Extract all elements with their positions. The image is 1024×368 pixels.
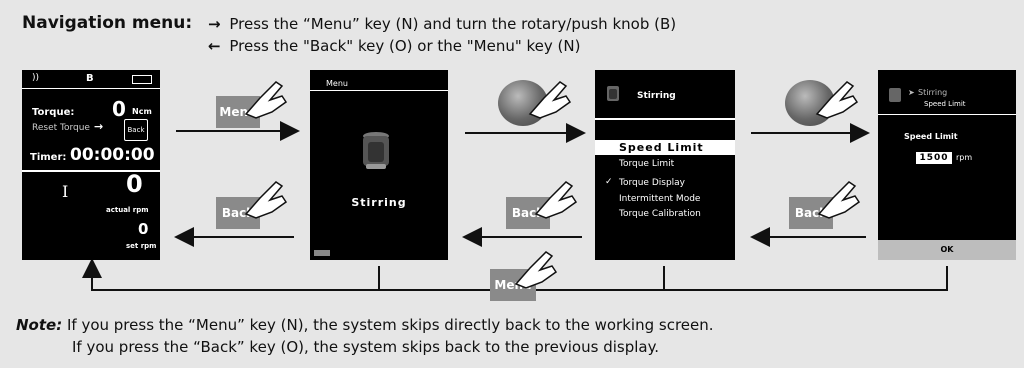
scroll-indicator <box>314 250 330 256</box>
speed-limit-label: Speed Limit <box>904 132 958 141</box>
menu-screen: Menu Stirring <box>310 70 448 260</box>
note-text-1: If you press the “Menu” key (N), the sys… <box>66 316 714 334</box>
note-label: Note: <box>16 316 63 334</box>
menu-screen-title: Menu <box>326 79 348 88</box>
torque-value: 0 <box>112 97 126 121</box>
set-rpm-value: 0 <box>138 220 149 238</box>
timer-value: 00:00:00 <box>70 145 155 165</box>
stirring-screen-title: Stirring <box>637 91 676 101</box>
torque-unit: Ncm <box>132 107 152 116</box>
actual-rpm-label: actual rpm <box>106 206 149 214</box>
beaker-small-icon <box>889 88 901 102</box>
check-icon: ✓ <box>605 177 613 187</box>
beaker-icon <box>363 132 389 169</box>
diagram-title: Navigation menu: <box>22 13 193 33</box>
pointing-hand-icon <box>514 251 558 289</box>
pointing-hand-icon <box>244 81 288 119</box>
pointing-hand-icon <box>815 81 859 119</box>
status-b: B <box>86 73 94 84</box>
speed-limit-value: 1500 <box>916 152 952 164</box>
actual-rpm-value: 0 <box>126 170 143 198</box>
beaker-small-icon <box>607 86 619 101</box>
reset-torque-label: Reset Torque <box>32 123 90 133</box>
breadcrumb-child: Speed Limit <box>924 100 966 108</box>
status-bar: )) B <box>22 70 160 88</box>
pointing-hand-icon <box>528 81 572 119</box>
pointing-hand-icon <box>244 181 288 219</box>
instruction-forward-text: Press the “Menu” key (N) and turn the ro… <box>229 15 677 33</box>
menu-item-torque-calibration: Torque Calibration <box>619 209 701 219</box>
menu-item-speed-limit: Speed Limit <box>595 140 735 155</box>
working-screen: )) B Torque: 0 Ncm Reset Torque → Back T… <box>22 70 160 260</box>
battery-icon <box>132 75 152 84</box>
right-arrow-icon: → <box>208 15 221 33</box>
stirring-item: Stirring <box>351 196 407 209</box>
pointing-hand-icon <box>534 181 578 219</box>
instruction-back-text: Press the "Back" key (O) or the "Menu" k… <box>229 37 581 55</box>
torque-label: Torque: <box>32 107 75 118</box>
stirring-screen: Stirring Speed Limit Torque Limit ✓ Torq… <box>595 70 735 260</box>
menu-item-intermittent-mode: Intermittent Mode <box>619 194 701 204</box>
back-box: Back <box>124 119 148 141</box>
speed-limit-unit: rpm <box>956 153 973 162</box>
breadcrumb-parent: Stirring <box>918 88 948 97</box>
pointing-hand-icon <box>817 181 861 219</box>
timer-label: Timer: <box>30 152 67 163</box>
instruction-back: ← Press the "Back" key (O) or the "Menu"… <box>208 37 580 55</box>
mode-icon: I <box>62 182 69 201</box>
reset-arrow-icon: → <box>94 120 104 133</box>
set-rpm-label: set rpm <box>126 242 157 250</box>
signal-icon: )) <box>32 73 40 83</box>
instruction-forward: → Press the “Menu” key (N) and turn the … <box>208 15 676 33</box>
note-line1: Note: If you press the “Menu” key (N), t… <box>16 316 714 334</box>
menu-item-torque-display: Torque Display <box>619 178 686 188</box>
left-arrow-icon: ← <box>208 37 221 55</box>
ok-bar: OK <box>878 240 1016 260</box>
speed-limit-screen: ➤ Stirring Speed Limit Speed Limit 1500 … <box>878 70 1016 260</box>
breadcrumb-arrow-icon: ➤ <box>908 88 915 97</box>
note-text-2: If you press the “Back” key (O), the sys… <box>72 338 660 356</box>
menu-item-torque-limit: Torque Limit <box>619 159 675 169</box>
